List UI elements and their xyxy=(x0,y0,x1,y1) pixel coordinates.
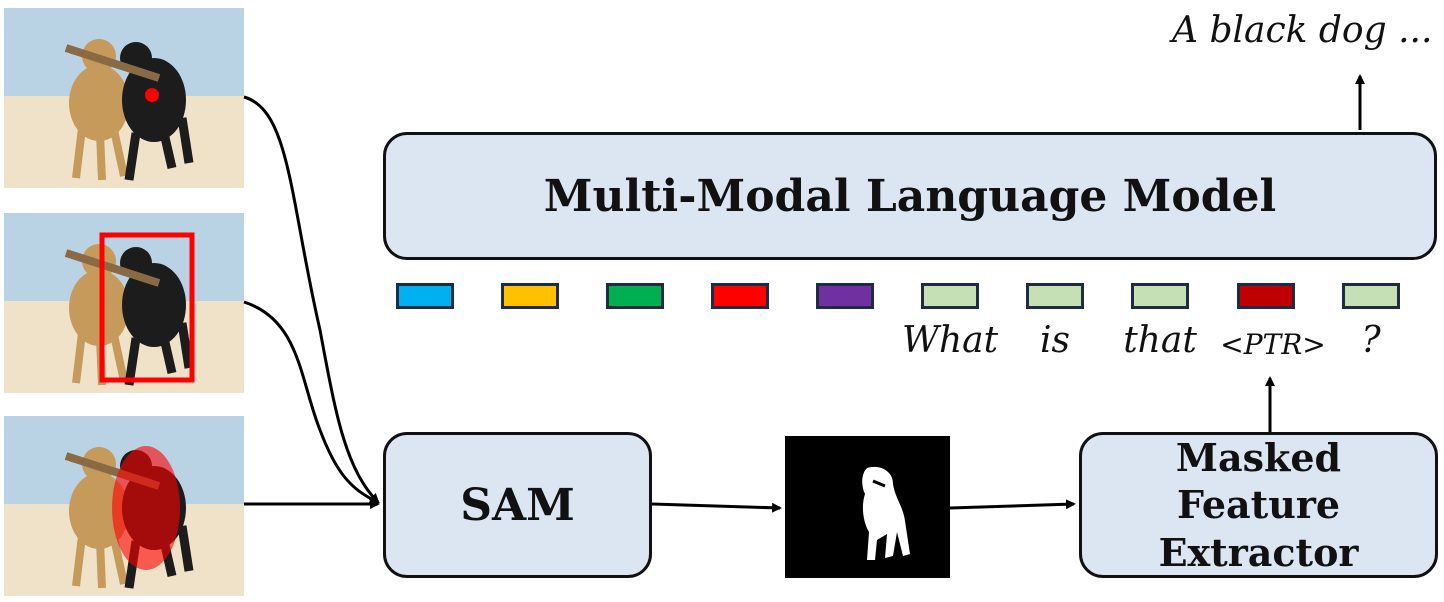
token-9 xyxy=(1342,283,1400,309)
token-2 xyxy=(606,283,664,309)
arrow-point-to-sam xyxy=(243,95,380,504)
token-5 xyxy=(921,283,979,309)
token-3 xyxy=(711,283,769,309)
token-1 xyxy=(501,283,559,309)
masked-feature-extractor-box: Masked Feature Extractor xyxy=(1079,432,1438,578)
dog-photo-scribble xyxy=(4,416,244,596)
token-0 xyxy=(396,283,454,309)
word-ptr-token: <PTR> xyxy=(1220,328,1326,361)
segmentation-mask-image xyxy=(785,436,950,578)
image-panel-scribble xyxy=(4,416,244,596)
extractor-label: Masked Feature Extractor xyxy=(1158,434,1359,575)
sam-box: SAM xyxy=(383,432,652,578)
point-prompt xyxy=(145,88,159,102)
word-question-mark: ? xyxy=(1361,320,1381,361)
token-6 xyxy=(1026,283,1084,309)
token-7 xyxy=(1131,283,1189,309)
arrow-sam-to-mask xyxy=(651,502,782,513)
word-that: that xyxy=(1123,320,1197,361)
image-panel-point xyxy=(4,8,244,188)
box-prompt xyxy=(99,232,195,383)
dog-mask-silhouette xyxy=(862,466,910,560)
dog-photo-box xyxy=(4,213,244,393)
arrow-box-to-sam xyxy=(243,300,380,504)
mllm-label: Multi-Modal Language Model xyxy=(543,170,1277,222)
scribble-prompt xyxy=(112,446,180,570)
output-text: A black dog ... xyxy=(1172,10,1433,51)
mllm-box: Multi-Modal Language Model xyxy=(383,132,1437,260)
image-panel-box xyxy=(4,213,244,393)
token-4 xyxy=(816,283,874,309)
word-what: What xyxy=(901,320,999,361)
sam-label: SAM xyxy=(460,479,575,531)
token-8 xyxy=(1237,283,1295,309)
arrow-mask-to-extractor xyxy=(949,499,1076,510)
word-is: is xyxy=(1040,320,1070,361)
dog-photo-point xyxy=(4,8,244,188)
